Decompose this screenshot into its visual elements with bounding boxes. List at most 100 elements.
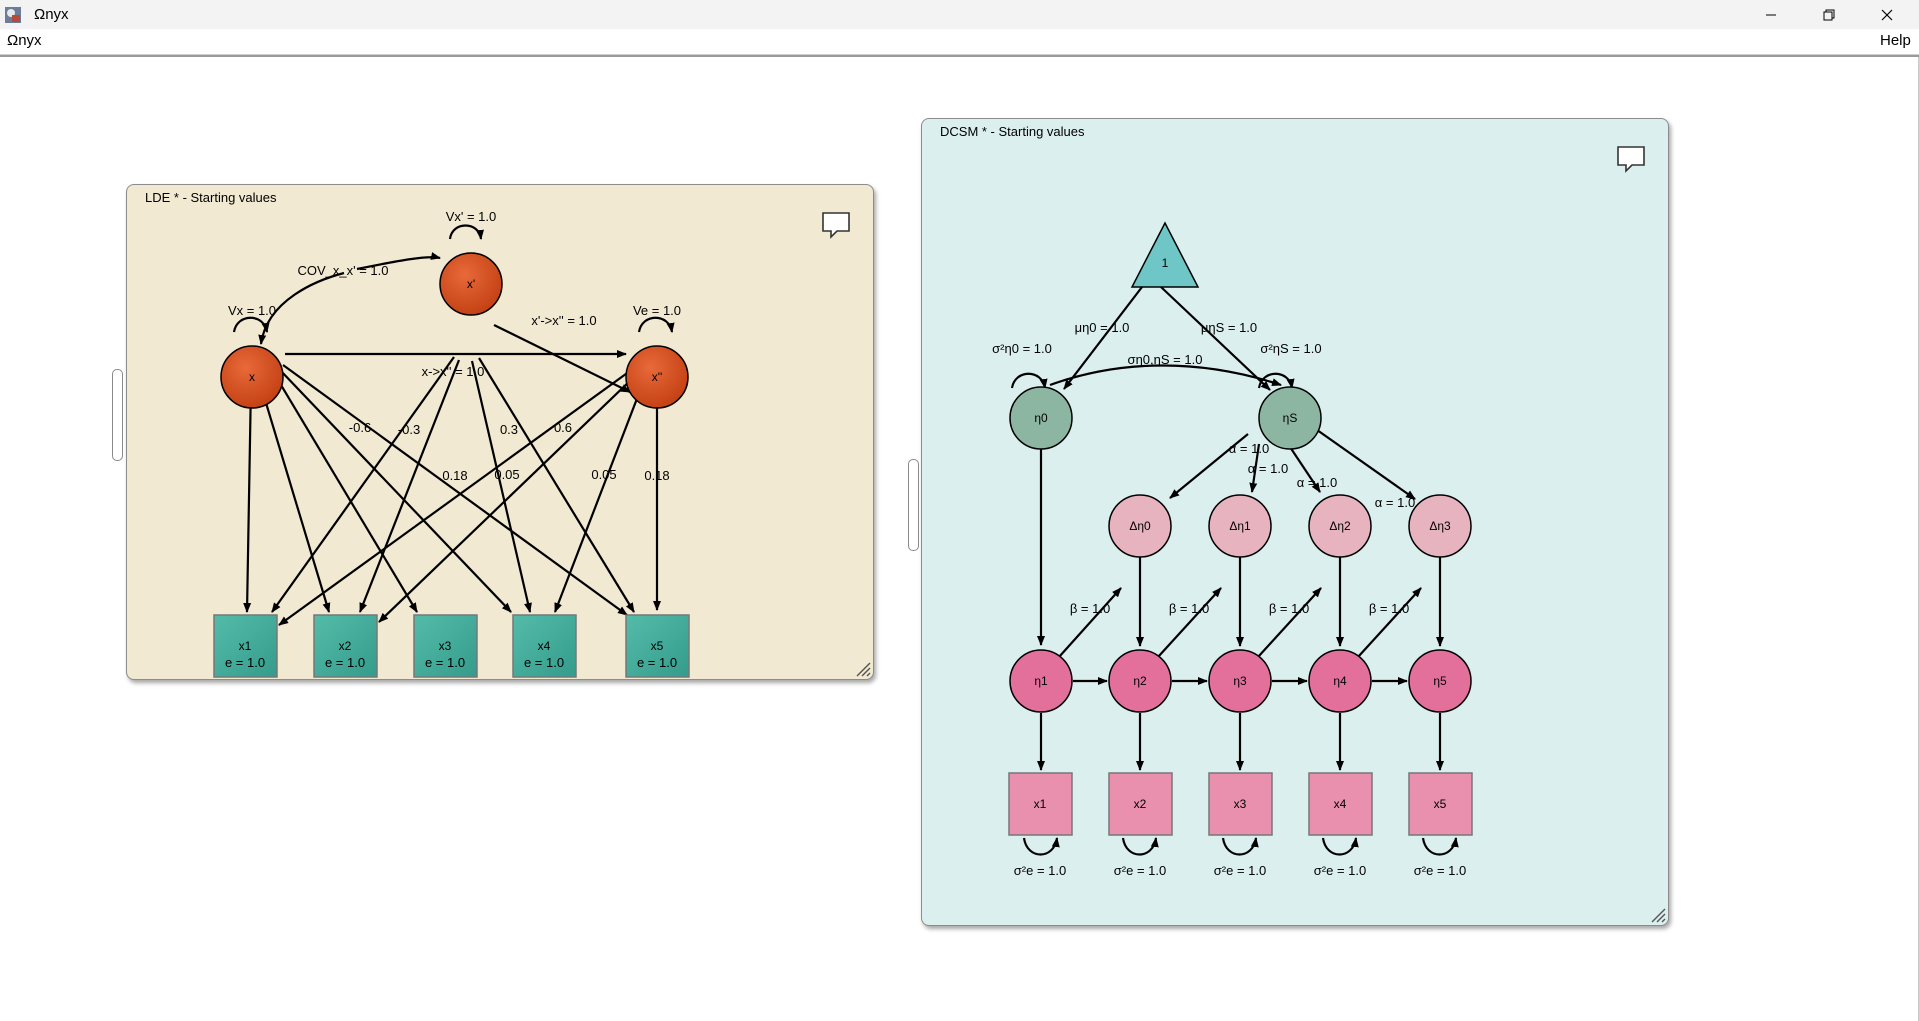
label-beta4: β = 1.0	[1369, 601, 1409, 616]
node-x2[interactable]	[313, 614, 378, 678]
node-eta1-label: η1	[1034, 674, 1048, 688]
maximize-button[interactable]	[1800, 0, 1858, 29]
app-icon	[5, 6, 21, 23]
label-beta1: β = 1.0	[1070, 601, 1110, 616]
label-xp-xpp: x'->x'' = 1.0	[531, 313, 596, 328]
resize-grip-icon[interactable]	[856, 662, 871, 677]
node-x1[interactable]	[213, 614, 278, 678]
node-delta-eta0-label: Δη0	[1129, 519, 1151, 533]
lde-model-panel[interactable]: LDE * - Starting values	[126, 184, 874, 680]
dcsm-observed-nodes	[1008, 772, 1473, 836]
lde-diagram: x' x x'' x1 x2 x3 x4 x5 Vx' = 1.0 COV_x_…	[213, 209, 871, 678]
label-mu0: μη0 = 1.0	[1075, 320, 1130, 335]
dcsm-node-x5[interactable]	[1408, 772, 1473, 836]
label-e1: e = 1.0	[225, 655, 265, 670]
label-beta2: β = 1.0	[1169, 601, 1209, 616]
label-varS: σ²ηS = 1.0	[1260, 341, 1321, 356]
dcsm-model-panel[interactable]: DCSM * - Starting values	[921, 118, 1669, 926]
label-l4: 0.6	[554, 420, 572, 435]
node-x5-label: x5	[651, 639, 664, 653]
lde-paths	[228, 224, 678, 644]
node-delta-eta1[interactable]	[1208, 494, 1272, 558]
label-muS: μηS = 1.0	[1201, 320, 1257, 335]
menu-bar: Ωnyx Help	[0, 29, 1919, 55]
label-ve: Ve = 1.0	[633, 303, 681, 318]
node-delta-eta0[interactable]	[1108, 494, 1172, 558]
node-eta5[interactable]	[1408, 649, 1472, 713]
node-x3[interactable]	[413, 614, 478, 678]
label-cov0S: ση0,ηS = 1.0	[1128, 352, 1203, 367]
node-delta-eta2[interactable]	[1308, 494, 1372, 558]
dcsm-node-x4-label: x4	[1334, 797, 1347, 811]
dcsm-node-x4[interactable]	[1308, 772, 1373, 836]
label-e4: e = 1.0	[524, 655, 564, 670]
menu-help[interactable]: Help	[1880, 32, 1911, 49]
node-eta1[interactable]	[1009, 649, 1073, 713]
node-delta-eta1-label: Δη1	[1229, 519, 1251, 533]
minimize-icon	[1766, 14, 1776, 15]
title-bar: Ωnyx	[0, 0, 1919, 29]
workspace-canvas[interactable]: LDE * - Starting values	[0, 55, 1919, 1021]
label-err5: σ²e = 1.0	[1414, 863, 1466, 878]
menu-onyx[interactable]: Ωnyx	[7, 32, 42, 49]
dcsm-node-x1[interactable]	[1008, 772, 1073, 836]
lde-panel-title: LDE * - Starting values	[145, 190, 277, 205]
comment-icon[interactable]	[1617, 146, 1645, 173]
node-x4[interactable]	[512, 614, 577, 678]
resize-grip-icon[interactable]	[1651, 908, 1666, 923]
node-x-double-prime[interactable]	[625, 345, 689, 409]
dcsm-node-x2[interactable]	[1108, 772, 1173, 836]
node-delta-eta3-label: Δη3	[1429, 519, 1451, 533]
node-x-double-prime-label: x''	[652, 370, 663, 384]
label-l2: -0.3	[398, 422, 420, 437]
node-eta2-label: η2	[1133, 674, 1147, 688]
label-vx: Vx = 1.0	[228, 303, 276, 318]
label-e2: e = 1.0	[325, 655, 365, 670]
label-m2: 0.05	[494, 467, 519, 482]
label-err2: σ²e = 1.0	[1114, 863, 1166, 878]
node-etaS-label: ηS	[1283, 411, 1298, 425]
comment-icon[interactable]	[822, 212, 850, 239]
dcsm-node-x2-label: x2	[1134, 797, 1147, 811]
node-eta3[interactable]	[1208, 649, 1272, 713]
label-err3: σ²e = 1.0	[1214, 863, 1266, 878]
dcsm-node-x3[interactable]	[1208, 772, 1273, 836]
node-eta5-label: η5	[1433, 674, 1447, 688]
node-eta2[interactable]	[1108, 649, 1172, 713]
node-x-prime[interactable]	[439, 252, 503, 316]
dcsm-side-handle[interactable]	[908, 459, 919, 551]
label-alpha4: α = 1.0	[1375, 495, 1415, 510]
label-alpha2: α = 1.0	[1248, 461, 1288, 476]
node-eta0[interactable]	[1009, 386, 1073, 450]
node-delta-eta3[interactable]	[1408, 494, 1472, 558]
label-m4: 0.18	[644, 468, 669, 483]
node-x3-label: x3	[439, 639, 452, 653]
node-eta4[interactable]	[1308, 649, 1372, 713]
dcsm-node-x1-label: x1	[1034, 797, 1047, 811]
node-delta-eta2-label: Δη2	[1329, 519, 1351, 533]
node-etaS[interactable]	[1258, 386, 1322, 450]
label-m3: 0.05	[591, 467, 616, 482]
label-m1: 0.18	[442, 468, 467, 483]
label-alpha3: α = 1.0	[1297, 475, 1337, 490]
dcsm-panel-title: DCSM * - Starting values	[940, 124, 1085, 139]
close-button[interactable]	[1858, 0, 1916, 29]
minimize-button[interactable]	[1742, 0, 1800, 29]
node-x-label: x	[249, 370, 255, 384]
label-e3: e = 1.0	[425, 655, 465, 670]
node-eta4-label: η4	[1333, 674, 1347, 688]
lde-side-handle[interactable]	[112, 369, 123, 461]
node-x[interactable]	[220, 345, 284, 409]
label-l1: -0.6	[349, 420, 371, 435]
label-e5: e = 1.0	[637, 655, 677, 670]
node-x5[interactable]	[625, 614, 690, 678]
lde-observed-nodes	[213, 614, 690, 678]
node-eta3-label: η3	[1233, 674, 1247, 688]
node-x2-label: x2	[339, 639, 352, 653]
maximize-icon	[1823, 9, 1835, 20]
label-var0: σ²η0 = 1.0	[992, 341, 1052, 356]
node-constant[interactable]	[1130, 221, 1200, 288]
label-alpha1: α = 1.0	[1229, 441, 1269, 456]
label-err4: σ²e = 1.0	[1314, 863, 1366, 878]
close-icon	[1881, 9, 1893, 20]
